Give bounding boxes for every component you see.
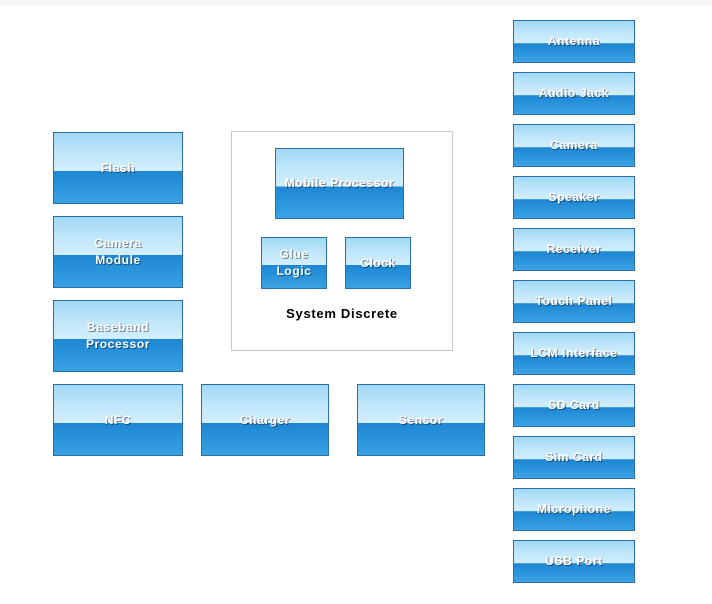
block-label-line: Mobile Processor xyxy=(284,176,395,190)
block-label-line: Touch Panel xyxy=(535,294,613,308)
block-receiver[interactable]: Receiver xyxy=(513,228,635,271)
block-label-line: Speaker xyxy=(548,190,600,204)
block-label-line: Flash xyxy=(100,160,136,175)
block-antenna[interactable]: Antenna xyxy=(513,20,635,63)
block-label-line: SD Card xyxy=(548,398,600,412)
block-label-line: Receiver xyxy=(546,242,602,256)
block-audio-jack[interactable]: Audio Jack xyxy=(513,72,635,115)
block-label-line: Camera xyxy=(94,236,142,250)
block-label-line: Module xyxy=(95,253,141,267)
block-sensor[interactable]: Sensor xyxy=(357,384,485,456)
block-label-line: Baseband xyxy=(86,320,150,334)
block-microphone[interactable]: Microphone xyxy=(513,488,635,531)
block-touch-panel[interactable]: Touch Panel xyxy=(513,280,635,323)
block-label-line: LCM Interface xyxy=(530,346,618,360)
block-flash[interactable]: Flash xyxy=(53,132,183,204)
block-usb-port[interactable]: USB Port xyxy=(513,540,635,583)
block-clock[interactable]: Clock xyxy=(345,237,411,289)
block-lcm-interface[interactable]: LCM Interface xyxy=(513,332,635,375)
block-label-line: Antenna xyxy=(547,34,601,48)
system-discrete-caption: System Discrete xyxy=(286,306,398,321)
block-nfc[interactable]: NFC xyxy=(53,384,183,456)
block-label-line: Charger xyxy=(239,412,291,427)
block-label-line: Sensor xyxy=(398,412,444,427)
block-label-line: Camera xyxy=(550,138,598,152)
block-label-line: Clock xyxy=(360,255,396,270)
block-charger[interactable]: Charger xyxy=(201,384,329,456)
block-label-line: Sim Card xyxy=(545,450,603,464)
block-sd-card[interactable]: SD Card xyxy=(513,384,635,427)
top-edge-strip xyxy=(0,0,712,5)
block-mobile-processor[interactable]: Mobile Processor xyxy=(275,148,404,219)
block-label-line: Glue xyxy=(279,247,309,261)
block-camera[interactable]: Camera xyxy=(513,124,635,167)
block-label-line: Audio Jack xyxy=(538,86,610,100)
block-label-line: NFC xyxy=(104,412,132,427)
block-sim-card[interactable]: Sim Card xyxy=(513,436,635,479)
block-label-line: Microphone xyxy=(537,502,611,516)
block-speaker[interactable]: Speaker xyxy=(513,176,635,219)
block-label-line: Processor xyxy=(85,337,151,351)
block-label-line: Logic xyxy=(276,264,312,278)
block-label-line: USB Port xyxy=(545,554,603,568)
